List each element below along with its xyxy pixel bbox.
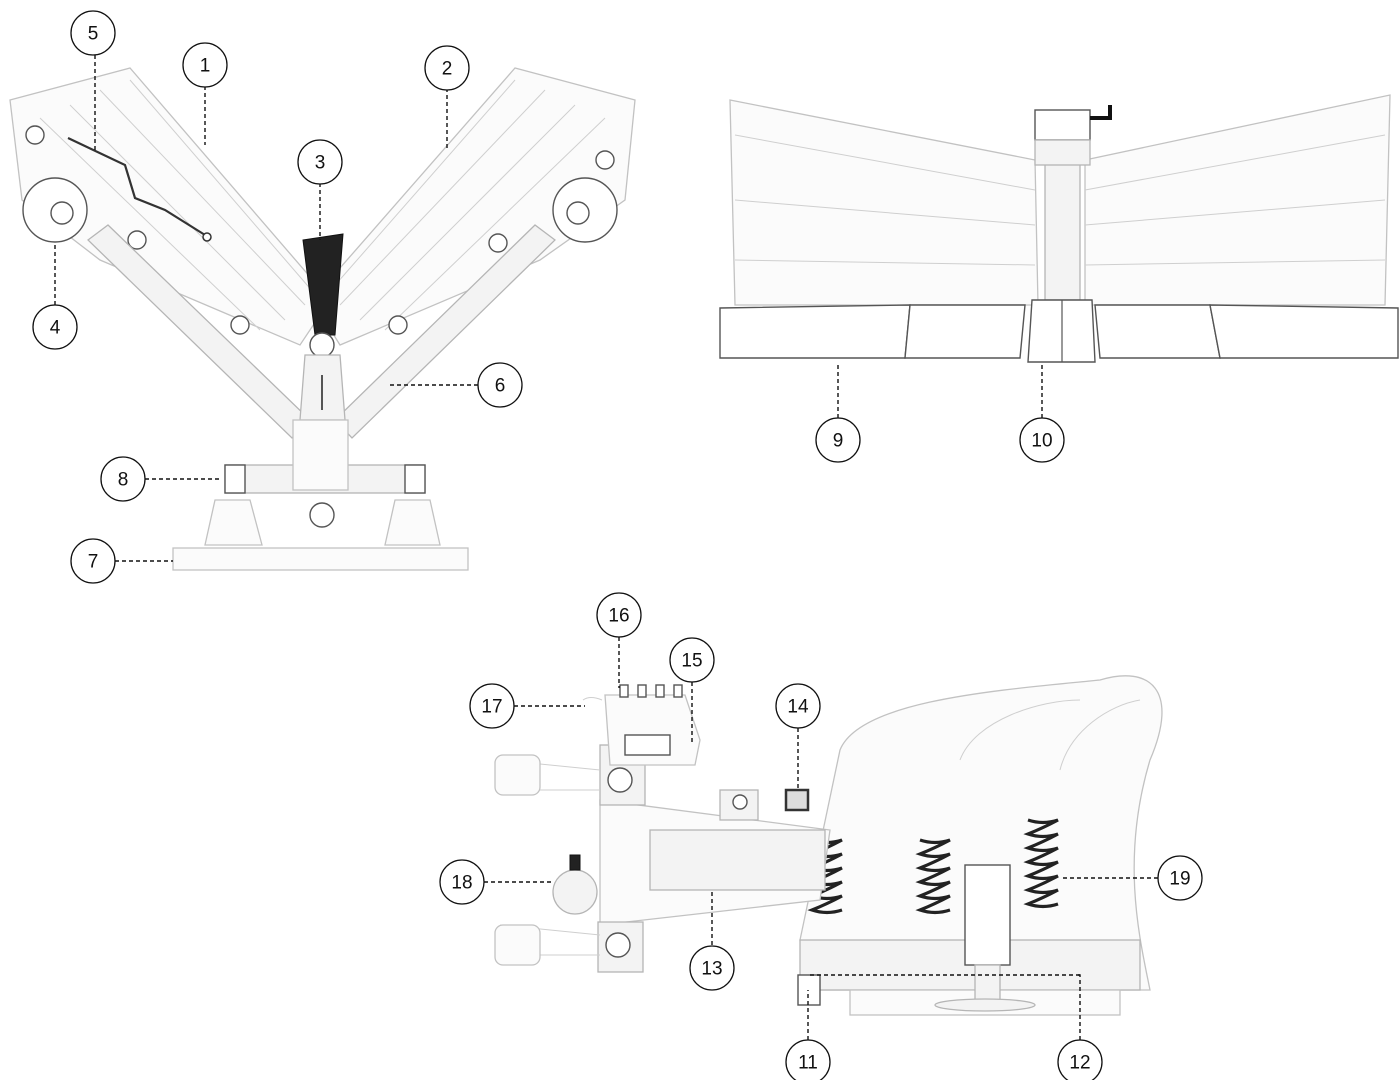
callout-9: 9 <box>815 417 861 463</box>
vehicle-adapter-plate <box>172 547 469 571</box>
cutting-edge-left-outer <box>719 304 911 359</box>
hydraulic-hose <box>67 137 206 236</box>
callout-14: 14 <box>775 683 821 729</box>
svg-text:5: 5 <box>88 24 99 45</box>
leader-lines <box>54 55 1158 1040</box>
svg-text:18: 18 <box>451 873 472 894</box>
svg-text:2: 2 <box>442 59 453 80</box>
cutting-edge-left-inner <box>904 304 1026 359</box>
callout-12: 12 <box>1057 1039 1103 1080</box>
top-view-drawing <box>9 67 636 571</box>
left-wing-blade <box>9 67 331 346</box>
callout-17: 17 <box>469 683 515 729</box>
side-skid <box>797 974 821 1006</box>
callout-19: 19 <box>1157 855 1203 901</box>
callout-11: 11 <box>785 1039 831 1080</box>
svg-text:3: 3 <box>315 153 326 174</box>
callout-16: 16 <box>596 592 642 638</box>
callout-13: 13 <box>689 945 735 991</box>
cutting-edge-right-inner <box>1094 304 1221 359</box>
svg-text:12: 12 <box>1069 1053 1090 1074</box>
svg-text:15: 15 <box>681 651 702 672</box>
callout-4: 4 <box>32 304 78 350</box>
callout-18: 18 <box>439 859 485 905</box>
front-left-blade <box>729 99 1039 306</box>
svg-text:13: 13 <box>701 959 722 980</box>
svg-text:9: 9 <box>833 431 844 452</box>
callout-3: 3 <box>297 139 343 185</box>
svg-text:17: 17 <box>481 697 502 718</box>
trip-spring-3 <box>1023 818 1059 909</box>
svg-text:4: 4 <box>50 318 61 339</box>
svg-text:14: 14 <box>787 697 809 718</box>
callout-10: 10 <box>1019 417 1065 463</box>
side-view-drawing <box>494 675 1163 1016</box>
svg-text:7: 7 <box>88 552 99 573</box>
callout-7: 7 <box>70 538 116 584</box>
center-rubber-shield <box>302 233 344 336</box>
callout-1: 1 <box>182 42 228 88</box>
trip-spring-2 <box>915 838 951 915</box>
cutting-edge-right-outer <box>1209 304 1399 359</box>
hydraulic-accumulator <box>552 869 598 915</box>
callout-15: 15 <box>669 637 715 683</box>
side-blade-profile <box>799 675 1163 991</box>
svg-text:19: 19 <box>1169 869 1190 890</box>
svg-text:10: 10 <box>1031 431 1052 452</box>
svg-text:6: 6 <box>495 376 506 397</box>
svg-text:11: 11 <box>798 1053 818 1074</box>
callout-6: 6 <box>477 362 523 408</box>
front-view-drawing <box>719 94 1399 363</box>
front-right-blade <box>1084 94 1391 306</box>
callout-2: 2 <box>424 45 470 91</box>
svg-text:1: 1 <box>200 56 211 77</box>
callout-5: 5 <box>70 10 116 56</box>
callout-8: 8 <box>100 456 146 502</box>
svg-text:16: 16 <box>608 606 629 627</box>
svg-text:8: 8 <box>118 470 129 491</box>
